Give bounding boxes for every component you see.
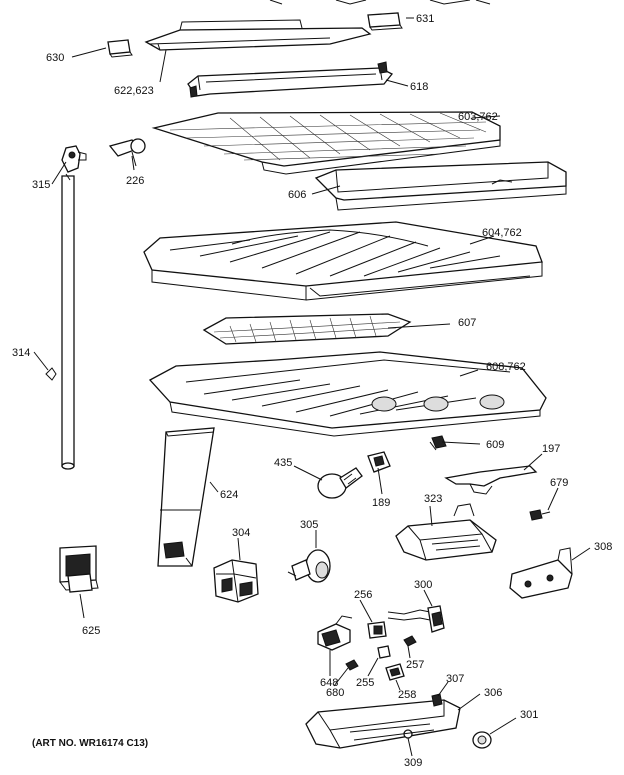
label-257: 257 bbox=[406, 659, 424, 671]
part-435-bulb bbox=[317, 467, 363, 499]
part-679-screw bbox=[529, 509, 551, 521]
part-625-switch bbox=[59, 545, 99, 593]
label-648: 648 bbox=[320, 677, 338, 689]
part-648-thermostat bbox=[317, 615, 353, 651]
label-609: 609 bbox=[486, 439, 504, 451]
label-305: 305 bbox=[300, 519, 318, 531]
label-679: 679 bbox=[550, 477, 568, 489]
label-308: 308 bbox=[594, 541, 612, 553]
label-624: 624 bbox=[220, 489, 238, 501]
part-315-314-rod bbox=[45, 145, 87, 470]
part-304-relay bbox=[213, 559, 259, 603]
label-300: 300 bbox=[414, 579, 432, 591]
label-618: 618 bbox=[410, 81, 428, 93]
label-307: 307 bbox=[446, 673, 464, 685]
part-604-762-shelf bbox=[143, 221, 543, 301]
label-226: 226 bbox=[126, 175, 144, 187]
label-630: 630 bbox=[46, 52, 64, 64]
label-608-762: 608,762 bbox=[486, 361, 526, 373]
label-304: 304 bbox=[232, 527, 250, 539]
leader-lines bbox=[33, 17, 591, 757]
part-256-terminal bbox=[367, 621, 387, 639]
part-603-762-shelf bbox=[151, 111, 501, 175]
part-608-762-pan bbox=[148, 351, 547, 437]
part-226 bbox=[108, 138, 146, 167]
part-197-strip bbox=[444, 465, 538, 495]
part-306-housing bbox=[305, 693, 461, 749]
label-435: 435 bbox=[274, 457, 292, 469]
part-631-cover bbox=[367, 12, 403, 31]
part-618-bracket bbox=[187, 61, 394, 98]
label-622-623: 622,623 bbox=[114, 85, 154, 97]
part-609-clip bbox=[429, 435, 447, 451]
part-257-screw bbox=[403, 635, 417, 647]
label-680: 680 bbox=[326, 687, 344, 699]
part-301-knob bbox=[472, 731, 492, 749]
part-255 bbox=[377, 645, 391, 659]
shelf-grid bbox=[169, 112, 487, 161]
label-631: 631 bbox=[416, 13, 434, 25]
part-622-623-tray bbox=[144, 19, 372, 51]
part-labels: 631 630 622,623 618 603,762 226 315 606 … bbox=[12, 13, 612, 769]
label-301: 301 bbox=[520, 709, 538, 721]
label-306: 306 bbox=[484, 687, 502, 699]
label-189: 189 bbox=[372, 497, 390, 509]
label-309: 309 bbox=[404, 757, 422, 769]
label-603-762: 603,762 bbox=[458, 111, 498, 123]
label-314: 314 bbox=[12, 347, 30, 359]
label-315: 315 bbox=[32, 179, 50, 191]
art-number: (ART NO. WR16174 C13) bbox=[32, 738, 148, 749]
label-256: 256 bbox=[354, 589, 372, 601]
label-606: 606 bbox=[288, 189, 306, 201]
part-189-socket bbox=[367, 451, 391, 473]
label-197: 197 bbox=[542, 443, 560, 455]
part-606-rail bbox=[314, 161, 567, 211]
part-624-panel bbox=[157, 427, 215, 567]
part-258 bbox=[385, 663, 405, 681]
part-607-screen bbox=[202, 313, 412, 345]
label-258: 258 bbox=[398, 689, 416, 701]
label-604-762: 604,762 bbox=[482, 227, 522, 239]
label-323: 323 bbox=[424, 493, 442, 505]
part-308-bracket bbox=[509, 547, 573, 599]
part-630-clip bbox=[107, 39, 133, 58]
part-305-motor bbox=[287, 549, 331, 583]
part-300-harness bbox=[387, 605, 445, 633]
part-680-screw bbox=[345, 659, 359, 671]
label-625: 625 bbox=[82, 625, 100, 637]
part-323-housing bbox=[395, 503, 497, 561]
top-cutoff-parts bbox=[269, 0, 491, 5]
label-607: 607 bbox=[458, 317, 476, 329]
label-255: 255 bbox=[356, 677, 374, 689]
